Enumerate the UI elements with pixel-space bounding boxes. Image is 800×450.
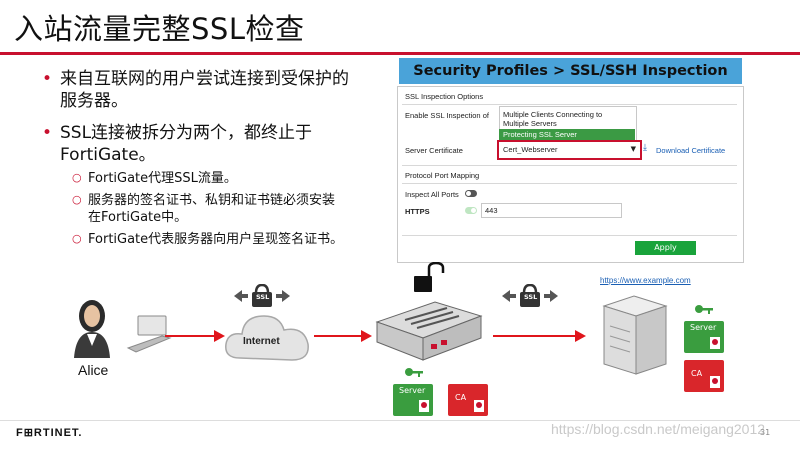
option-multiple-clients-line2[interactable]: Multiple Servers bbox=[503, 119, 557, 128]
fortigate-ca-certificate: CA bbox=[448, 384, 488, 416]
sub-bullet-2-line2: 在FortiGate中。 bbox=[88, 209, 335, 226]
server-certificate-select[interactable]: Cert_Webserver ▼ bbox=[497, 140, 642, 160]
page-number: 31 bbox=[760, 428, 770, 437]
arrow-internet-to-fortigate bbox=[314, 335, 364, 337]
server-ca-certificate: CA bbox=[684, 360, 724, 392]
sub-bullet-1-text: FortiGate代理SSL流量。 bbox=[88, 170, 237, 187]
https-toggle[interactable] bbox=[465, 207, 477, 214]
web-server-icon bbox=[600, 292, 670, 376]
server-ca-cert-label: CA bbox=[691, 369, 702, 378]
watermark-text: https://blog.csdn.net/meigang2012 bbox=[551, 421, 765, 437]
bullet-1-line2: 服务器。 bbox=[60, 90, 349, 112]
bullet-dot-icon: • bbox=[42, 122, 52, 144]
sub-bullet-2: ○ 服务器的签名证书、私钥和证书链必须安装 在FortiGate中。 bbox=[88, 192, 335, 226]
sub-bullet-3-text: FortiGate代表服务器向用户呈现签名证书。 bbox=[88, 231, 343, 248]
chevron-down-icon: ▼ bbox=[631, 145, 636, 153]
fortigate-device-icon bbox=[375, 296, 485, 364]
sub-bullet-1: ○ FortiGate代理SSL流量。 bbox=[88, 170, 237, 187]
fortigate-ca-cert-label: CA bbox=[455, 393, 466, 402]
certificate-ribbon-icon bbox=[710, 376, 720, 388]
certificate-ribbon-icon bbox=[419, 400, 429, 412]
internet-label: Internet bbox=[243, 336, 280, 347]
key-icon bbox=[404, 366, 424, 378]
fortinet-logo: F⊞RTINET. bbox=[16, 426, 83, 439]
https-port-input[interactable]: 443 bbox=[481, 203, 622, 218]
arrow-head-icon bbox=[361, 330, 372, 342]
apply-button[interactable]: Apply bbox=[635, 241, 696, 255]
panel-header: Security Profiles > SSL/SSH Inspection bbox=[399, 58, 742, 84]
ssl-lock-left-label: SSL bbox=[256, 293, 269, 301]
fortigate-server-certificate: Server bbox=[393, 384, 433, 416]
option-protecting-ssl-server[interactable]: Protecting SSL Server bbox=[499, 129, 635, 140]
server-certificate-label: Server Certificate bbox=[405, 146, 463, 155]
arrow-fortigate-to-server bbox=[493, 335, 578, 337]
user-alice-icon bbox=[72, 296, 172, 360]
circle-bullet-icon: ○ bbox=[72, 169, 82, 186]
title-divider bbox=[0, 52, 800, 55]
unlocked-padlock-icon bbox=[412, 262, 446, 296]
sub-bullet-2-line1: 服务器的签名证书、私钥和证书链必须安装 bbox=[88, 192, 335, 209]
server-certificate-value: Cert_Webserver bbox=[503, 145, 557, 154]
circle-bullet-icon: ○ bbox=[72, 230, 82, 247]
divider bbox=[402, 183, 737, 184]
section-title-ssl-options: SSL Inspection Options bbox=[405, 92, 483, 101]
fortigate-server-cert-label: Server bbox=[399, 386, 425, 395]
bullet-dot-icon: • bbox=[42, 68, 52, 90]
section-title-port-mapping: Protocol Port Mapping bbox=[405, 171, 479, 180]
arrow-alice-to-internet bbox=[165, 335, 217, 337]
bullet-1: • 来自互联网的用户尝试连接到受保护的 服务器。 bbox=[60, 68, 349, 112]
https-label: HTTPS bbox=[405, 207, 430, 216]
key-icon bbox=[694, 303, 714, 315]
certificate-ribbon-icon bbox=[474, 400, 484, 412]
server-certificate: Server bbox=[684, 321, 724, 353]
bullet-2: • SSL连接被拆分为两个，都终止于 FortiGate。 bbox=[60, 122, 312, 166]
bullet-1-line1: 来自互联网的用户尝试连接到受保护的 bbox=[60, 68, 349, 90]
inspection-mode-list[interactable]: Multiple Clients Connecting to Multiple … bbox=[499, 106, 637, 142]
server-cert-label: Server bbox=[690, 323, 716, 332]
sub-bullet-3: ○ FortiGate代表服务器向用户呈现签名证书。 bbox=[88, 231, 343, 248]
inspect-all-ports-label: Inspect All Ports bbox=[405, 190, 459, 199]
download-icon[interactable]: ⤓ bbox=[643, 143, 647, 153]
divider bbox=[402, 104, 737, 105]
option-multiple-clients-line1[interactable]: Multiple Clients Connecting to bbox=[503, 110, 602, 119]
download-certificate-link[interactable]: Download Certificate bbox=[656, 146, 725, 155]
bullet-2-line1: SSL连接被拆分为两个，都终止于 bbox=[60, 122, 312, 144]
user-label: Alice bbox=[78, 362, 108, 378]
enable-inspection-label: Enable SSL Inspection of bbox=[405, 111, 489, 120]
server-url-link[interactable]: https://www.example.com bbox=[600, 276, 691, 285]
ssl-lock-right-label: SSL bbox=[524, 293, 537, 301]
circle-bullet-icon: ○ bbox=[72, 191, 82, 208]
divider bbox=[402, 235, 737, 236]
slide-title: 入站流量完整SSL检查 bbox=[14, 6, 304, 48]
ssl-inspection-panel: SSL Inspection Options Enable SSL Inspec… bbox=[397, 86, 744, 263]
certificate-ribbon-icon bbox=[710, 337, 720, 349]
divider bbox=[402, 165, 737, 166]
arrow-head-icon bbox=[575, 330, 586, 342]
inspect-all-ports-toggle[interactable] bbox=[465, 190, 477, 197]
https-port-value: 443 bbox=[485, 206, 498, 215]
bullet-2-line2: FortiGate。 bbox=[60, 144, 312, 166]
